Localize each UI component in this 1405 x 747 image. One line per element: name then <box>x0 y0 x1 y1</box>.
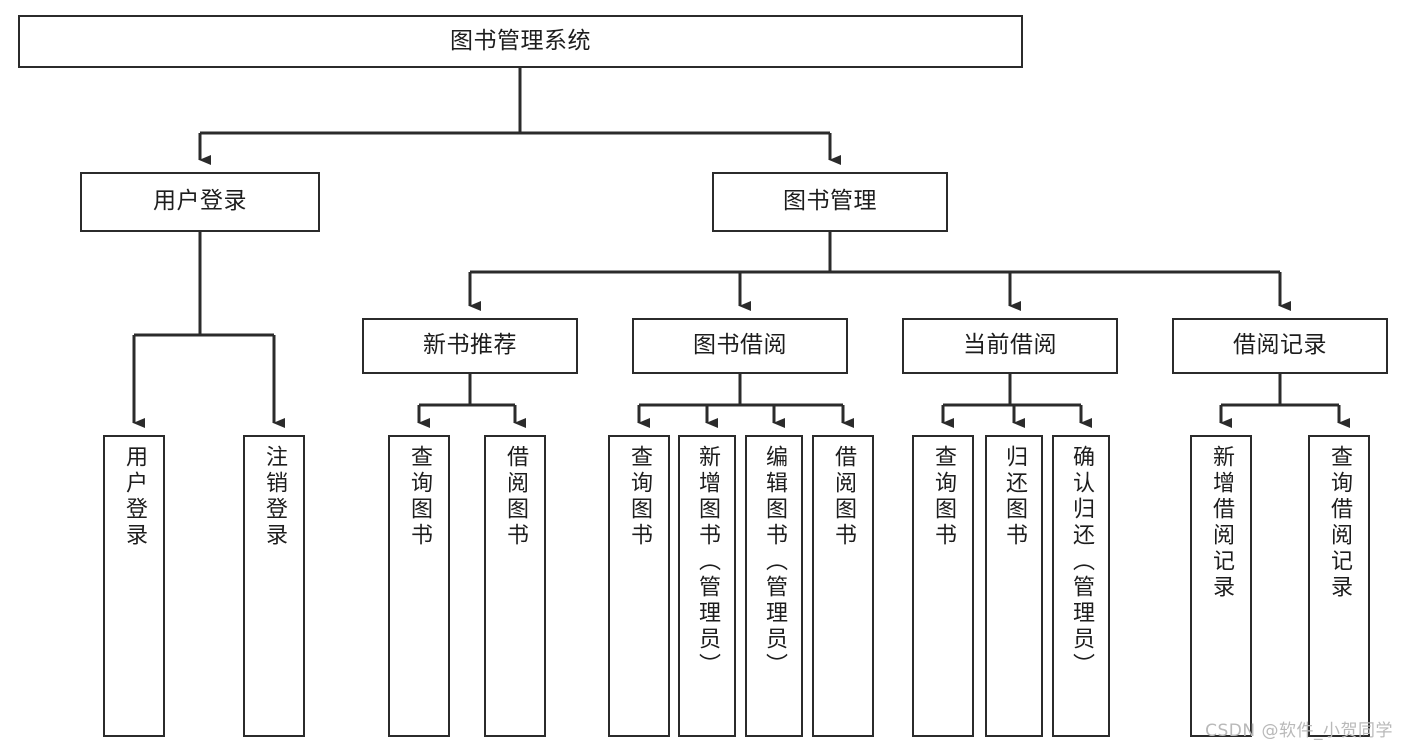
leaf-node-label: 新增图书（管理员） <box>695 445 720 679</box>
node-book-borrow[interactable]: 图书借阅 <box>632 318 848 374</box>
leaf-node[interactable]: 编辑图书（管理员） <box>745 435 803 737</box>
node-book-borrow-label: 图书借阅 <box>693 332 787 359</box>
leaf-node[interactable]: 借阅图书 <box>812 435 874 737</box>
node-book-management-label: 图书管理 <box>783 188 877 215</box>
leaf-node[interactable]: 借阅图书 <box>484 435 546 737</box>
node-root[interactable]: 图书管理系统 <box>18 15 1023 68</box>
leaf-node-label: 查询图书 <box>627 445 652 549</box>
leaf-node-label: 查询图书 <box>407 445 432 549</box>
node-current-borrow[interactable]: 当前借阅 <box>902 318 1118 374</box>
leaf-node-label: 确认归还（管理员） <box>1069 445 1094 679</box>
node-user-login[interactable]: 用户登录 <box>80 172 320 232</box>
leaf-node[interactable]: 新增借阅记录 <box>1190 435 1252 737</box>
leaf-node-label: 查询借阅记录 <box>1327 445 1352 601</box>
leaf-node-label: 借阅图书 <box>503 445 528 549</box>
node-current-borrow-label: 当前借阅 <box>963 332 1057 359</box>
leaf-node[interactable]: 归还图书 <box>985 435 1043 737</box>
leaf-node[interactable]: 查询图书 <box>912 435 974 737</box>
node-borrow-records-label: 借阅记录 <box>1233 332 1327 359</box>
leaf-node[interactable]: 确认归还（管理员） <box>1052 435 1110 737</box>
node-root-label: 图书管理系统 <box>450 27 591 54</box>
node-user-login-label: 用户登录 <box>153 188 247 215</box>
leaf-node[interactable]: 用户登录 <box>103 435 165 737</box>
leaf-node-label: 用户登录 <box>122 445 147 549</box>
leaf-node[interactable]: 查询借阅记录 <box>1308 435 1370 737</box>
leaf-node-label: 借阅图书 <box>831 445 856 549</box>
leaf-node-label: 新增借阅记录 <box>1209 445 1234 601</box>
node-new-book-recommend[interactable]: 新书推荐 <box>362 318 578 374</box>
leaf-node[interactable]: 注销登录 <box>243 435 305 737</box>
leaf-node-label: 归还图书 <box>1002 445 1027 549</box>
leaf-node-label: 编辑图书（管理员） <box>762 445 787 679</box>
leaf-node-label: 查询图书 <box>931 445 956 549</box>
leaf-node[interactable]: 新增图书（管理员） <box>678 435 736 737</box>
leaf-node[interactable]: 查询图书 <box>388 435 450 737</box>
leaf-node[interactable]: 查询图书 <box>608 435 670 737</box>
node-new-book-recommend-label: 新书推荐 <box>423 332 517 359</box>
node-borrow-records[interactable]: 借阅记录 <box>1172 318 1388 374</box>
node-book-management[interactable]: 图书管理 <box>712 172 948 232</box>
leaf-node-label: 注销登录 <box>262 445 287 549</box>
